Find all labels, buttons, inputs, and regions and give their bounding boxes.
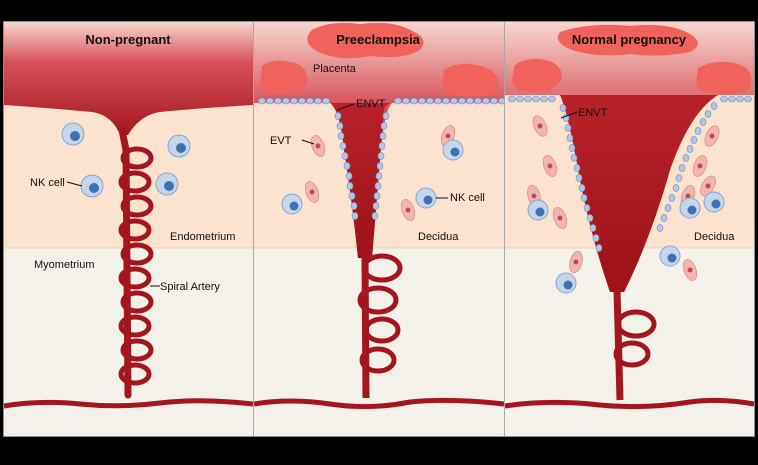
myometrium-label: Myometrium — [34, 259, 95, 271]
nk-cell-1 — [61, 122, 85, 146]
envt-label-1: ENVT — [356, 98, 386, 110]
nk-cell-p3-5 — [659, 245, 681, 267]
nk-cell-3 — [80, 174, 104, 198]
spiral-artery-label: Spiral Artery — [160, 281, 220, 293]
panel-normal-pregnancy — [505, 22, 754, 436]
placenta-blob-3 — [557, 24, 698, 56]
panel-preeclampsia — [254, 22, 504, 436]
spiral-artery-coils-2 — [357, 253, 403, 374]
nk-cell-4 — [155, 172, 179, 196]
evt-label: EVT — [270, 135, 292, 147]
panel-title-normal-pregnancy: Normal pregnancy — [572, 32, 687, 47]
nk-cell-p3-1 — [527, 199, 549, 221]
endometrium-label: Endometrium — [170, 231, 235, 243]
panel-title-non-pregnant: Non-pregnant — [85, 32, 171, 47]
nk-cell-label-2: NK cell — [450, 192, 485, 204]
panel-title-preeclampsia: Preeclampsia — [336, 32, 421, 47]
decidua-label-2: Decidua — [694, 231, 735, 243]
spiral-artery-coils-1 — [118, 146, 154, 386]
placenta-blob-1 — [307, 22, 424, 59]
envt-label-2: ENVT — [578, 107, 608, 119]
nk-cell-p2-2 — [442, 139, 464, 161]
nk-cell-p3-4 — [703, 191, 725, 213]
nk-cell-p3-3 — [679, 197, 701, 219]
nk-cell-label-1: NK cell — [30, 177, 65, 189]
envt-cells-row-1 — [258, 97, 504, 220]
nk-cell-2 — [167, 134, 191, 158]
placenta-label: Placenta — [313, 63, 357, 75]
decidua-label-1: Decidua — [418, 231, 459, 243]
nk-cell-p2-1 — [281, 193, 303, 215]
nk-cell-p2-3 — [415, 187, 437, 209]
panel-non-pregnant — [4, 22, 253, 436]
nk-cell-p3-2 — [555, 272, 577, 294]
spiral-artery-coils-3 — [613, 309, 657, 368]
